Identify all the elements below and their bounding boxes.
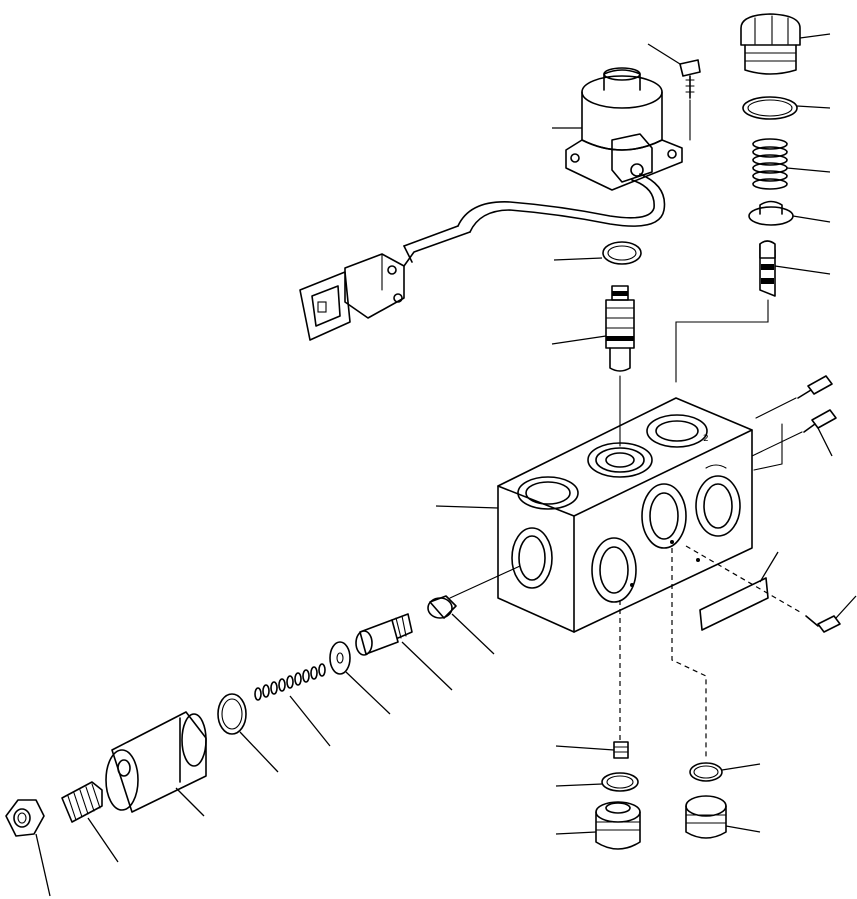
spring-top (752, 138, 831, 190)
plate-screw (805, 595, 857, 633)
cap-top (748, 200, 831, 226)
spring-left (254, 663, 331, 747)
plug-bottom-right (685, 795, 761, 839)
o-ring-bottom-right (689, 762, 761, 782)
connector (299, 225, 471, 341)
o-ring-left (217, 693, 279, 773)
poppet (355, 613, 453, 691)
spool-left (551, 285, 635, 447)
spool-right (675, 240, 831, 383)
valve-block: 2 (435, 397, 753, 633)
set-screw-bottom (555, 741, 629, 759)
adjust-screw (61, 781, 119, 863)
lock-nut (5, 799, 51, 897)
name-plate (685, 545, 801, 631)
o-ring-bottom-left (555, 772, 639, 792)
plug-top (740, 13, 831, 75)
fitting (427, 595, 495, 655)
svg-text:2: 2 (703, 434, 709, 444)
bolt-a (755, 375, 833, 419)
plug-bottom-left (555, 801, 641, 850)
washer (329, 641, 391, 715)
solenoid-bolt (647, 43, 701, 141)
bolt-b (751, 409, 837, 471)
cylinder-cap (105, 711, 207, 817)
solenoid (552, 67, 683, 191)
o-ring-mid (553, 241, 642, 265)
wire-harness (457, 173, 666, 233)
o-ring-top (742, 96, 831, 120)
